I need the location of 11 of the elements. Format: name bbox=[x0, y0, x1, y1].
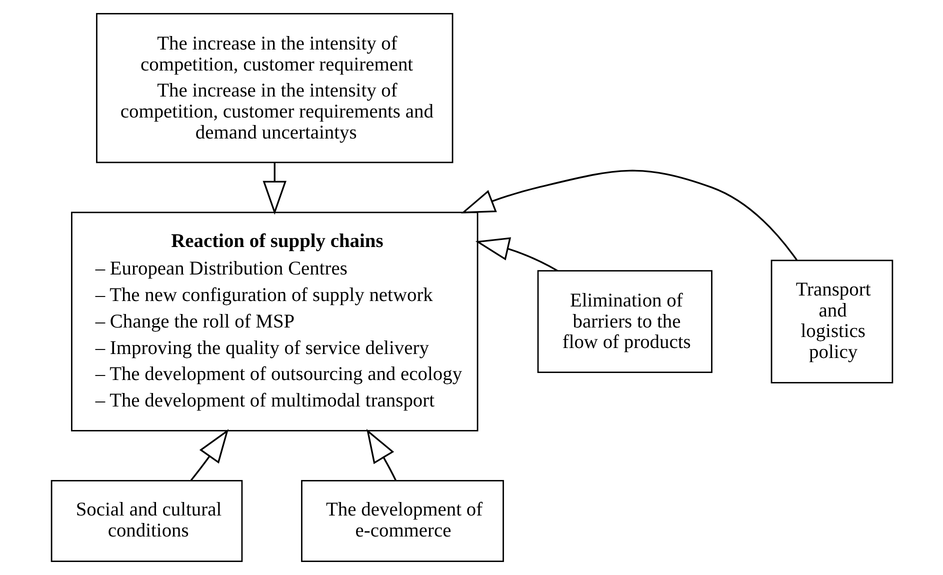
arrow bbox=[190, 428, 228, 482]
arrow bbox=[262, 162, 286, 215]
node-box: The increase in the intensity of competition, customer requirement The increase in the intensity of competition, customer requirements and demand uncertaintys bbox=[96, 13, 453, 164]
node-box: The development of e-commerce bbox=[300, 480, 504, 562]
arrow bbox=[460, 170, 798, 261]
node-box: Reaction of supply chains – European Distribution Centres – The new configuration of supply network – Change the roll of MSP – Improving the quality of service delivery – The development of outsourcing and ecology – The development of multimodal transport bbox=[70, 212, 478, 432]
node-box: Social and cultural conditions bbox=[50, 480, 242, 562]
node-box: Elimination of barriers to the flow of products bbox=[536, 270, 712, 373]
arrow bbox=[474, 237, 558, 272]
node-box: Transport and logistics policy bbox=[770, 260, 893, 384]
arrow bbox=[366, 428, 396, 481]
